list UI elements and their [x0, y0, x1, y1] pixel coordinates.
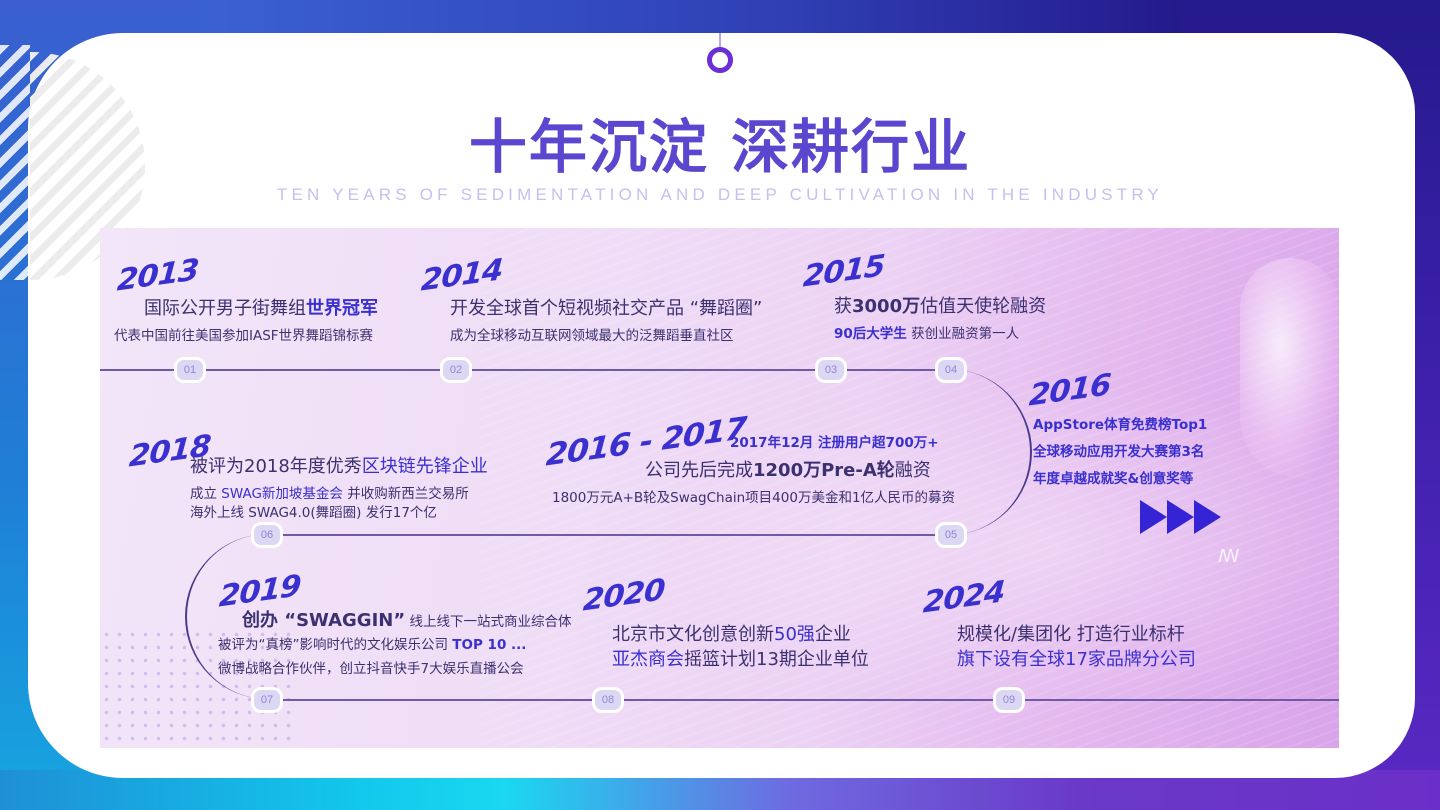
brand-logo-icon: ꟿ [1218, 546, 1240, 567]
node-01: 01 [174, 357, 206, 383]
milestone-2017-desc: 1800万元A+B轮及SwagChain项目400万美金和1亿人民币的募资 [552, 490, 956, 506]
timeline-row-1 [100, 369, 955, 371]
ring-icon [707, 47, 733, 73]
node-07: 07 [251, 687, 283, 713]
decorative-stripes [0, 45, 30, 280]
page-title: 十年沉淀 深耕行业 [468, 113, 972, 181]
milestone-2017-title: 公司先后完成1200万Pre-A轮融资 [645, 460, 931, 481]
milestone-2013-title: 国际公开男子街舞组世界冠军 [144, 298, 378, 319]
hanger-line [719, 33, 721, 50]
milestone-2019-desc1: 被评为“真榜”影响时代的文化娱乐公司 TOP 10 ... [218, 637, 527, 653]
milestone-2015-title: 获3000万估值天使轮融资 [834, 296, 1047, 317]
page-subtitle: TEN YEARS OF SEDIMENTATION AND DEEP CULT… [276, 185, 1164, 204]
node-08: 08 [592, 687, 624, 713]
node-03: 03 [815, 357, 847, 383]
milestone-2015-desc: 90后大学生 获创业融资第一人 [834, 326, 1020, 342]
timeline-panel: 01 02 03 04 05 06 07 08 09 2013 国际公开男子街舞… [100, 228, 1339, 748]
milestone-2016-line2: 全球移动应用开发大赛第3名 [1033, 444, 1205, 460]
milestone-2014-desc: 成为全球移动互联网领域最大的泛舞蹈垂直社区 [450, 328, 734, 344]
milestone-2013-desc: 代表中国前往美国参加IASF世界舞蹈锦标赛 [114, 328, 374, 344]
node-02: 02 [440, 357, 472, 383]
founder-portrait [1240, 258, 1339, 478]
milestone-2016-line3: 年度卓越成就奖&创意奖等 [1033, 471, 1194, 487]
milestone-2016-line1: AppStore体育免费榜Top1 [1033, 417, 1208, 433]
milestone-2019-desc2: 微博战略合作伙伴，创立抖音快手7大娱乐直播公会 [218, 661, 524, 677]
node-09: 09 [993, 687, 1025, 713]
milestone-2020-line1: 北京市文化创意创新50强企业 [612, 624, 851, 645]
milestone-2014-title: 开发全球首个短视频社交产品 “舞蹈圈” [450, 298, 763, 319]
milestone-2020-line2: 亚杰商会摇篮计划13期企业单位 [612, 649, 869, 670]
timeline-curve-left [185, 534, 277, 699]
milestone-2018-title: 被评为2018年度优秀区块链先锋企业 [190, 456, 488, 477]
timeline-row-3 [260, 699, 1339, 701]
milestone-2017-users: 2017年12月 注册用户超700万+ [730, 435, 939, 451]
milestone-2019-title: 创办 “SWAGGIN” 线上线下一站式商业综合体 [242, 610, 572, 631]
node-06: 06 [251, 522, 283, 548]
fast-forward-icon [1140, 500, 1221, 534]
milestone-2024-line2: 旗下设有全球17家品牌分公司 [957, 649, 1196, 670]
milestone-2024-line1: 规模化/集团化 打造行业标杆 [957, 624, 1185, 645]
milestone-2018-desc1: 成立 SWAG新加坡基金会 并收购新西兰交易所 [190, 486, 469, 502]
timeline-row-2 [260, 534, 965, 536]
milestone-2018-desc2: 海外上线 SWAG4.0(舞蹈圈) 发行17个亿 [190, 505, 437, 521]
node-04: 04 [935, 357, 967, 383]
timeline-curve-right [920, 369, 1032, 535]
node-05: 05 [935, 522, 967, 548]
year-2013: 2013 [115, 252, 200, 299]
